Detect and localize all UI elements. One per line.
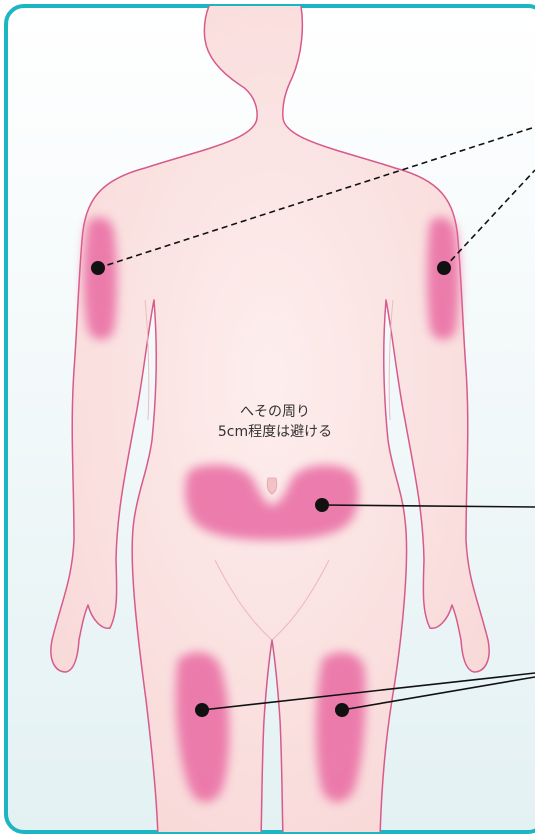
note-line-2: 5cm程度は避ける [170, 422, 380, 442]
zone-right-upper-arm [84, 217, 118, 339]
note-line-1: へその周り [170, 402, 380, 422]
marker-right-thigh [195, 703, 209, 717]
marker-right-arm [91, 261, 105, 275]
marker-left-arm [437, 261, 451, 275]
zone-left-upper-arm [427, 217, 459, 339]
marker-left-thigh [335, 703, 349, 717]
navel-avoid-note: へその周り 5cm程度は避ける [170, 402, 380, 442]
marker-abdomen [315, 498, 329, 512]
